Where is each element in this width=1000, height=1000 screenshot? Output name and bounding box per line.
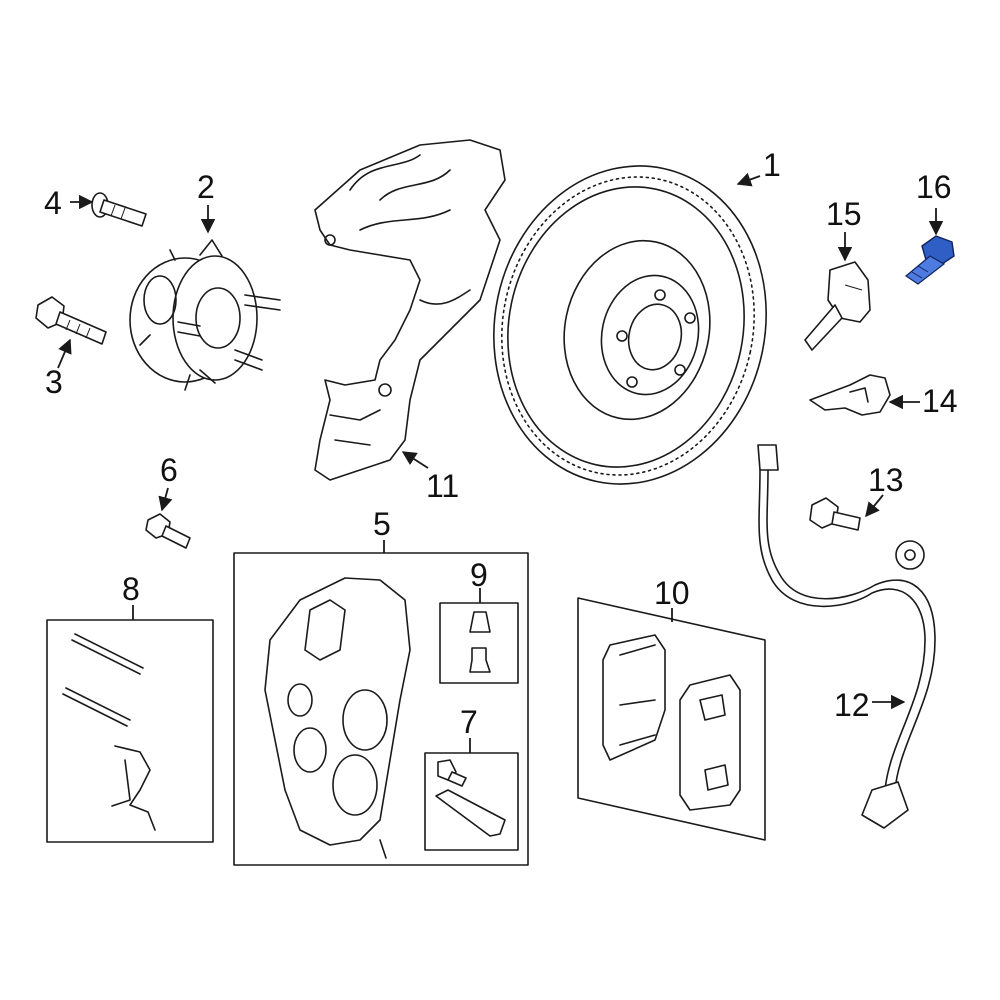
callout-8: 8: [122, 571, 140, 607]
part-15-abs-sensor[interactable]: [804, 261, 871, 351]
part-12-brake-hose[interactable]: [757, 444, 936, 829]
callout-4: 4: [44, 185, 62, 221]
callout-10: 10: [654, 575, 690, 611]
part-14-bracket[interactable]: [809, 374, 891, 416]
part-3-hub-bolt[interactable]: [35, 296, 107, 345]
callout-14: 14: [922, 383, 958, 419]
callout-16: 16: [916, 169, 952, 205]
callout-9: 9: [470, 557, 488, 593]
callout-7: 7: [460, 704, 478, 740]
part-10-brake-pads-box[interactable]: [577, 597, 766, 841]
callout-11: 11: [426, 468, 459, 504]
part-7-guide-pin-box[interactable]: [424, 752, 519, 851]
part-6-bolt[interactable]: [145, 513, 191, 549]
part-4-wheel-stud[interactable]: [91, 192, 147, 227]
part-11-splash-shield[interactable]: [314, 139, 506, 481]
leader-lines: [57, 172, 944, 753]
callout-1: 1: [763, 147, 781, 183]
callout-2: 2: [197, 169, 215, 205]
callout-labels: 1 2 3 4 5 6 7 8 9 10 11 12 13 14 15 16: [44, 147, 958, 740]
part-13-bolt[interactable]: [809, 497, 861, 531]
part-1-brake-rotor[interactable]: [465, 140, 796, 509]
caliper-illustration: [264, 577, 411, 859]
part-9-bleeder-box[interactable]: [439, 602, 519, 684]
callout-5: 5: [373, 506, 391, 542]
callout-6: 6: [160, 452, 178, 488]
callout-12: 12: [834, 687, 870, 723]
callout-3: 3: [45, 364, 63, 400]
part-16-sensor-bolt[interactable]: [904, 235, 955, 285]
callout-15: 15: [826, 196, 862, 232]
part-2-wheel-hub[interactable]: [129, 239, 281, 391]
part-5-caliper-box[interactable]: [233, 552, 529, 866]
callout-13: 13: [868, 462, 904, 498]
part-8-hardware-box[interactable]: [46, 619, 214, 843]
